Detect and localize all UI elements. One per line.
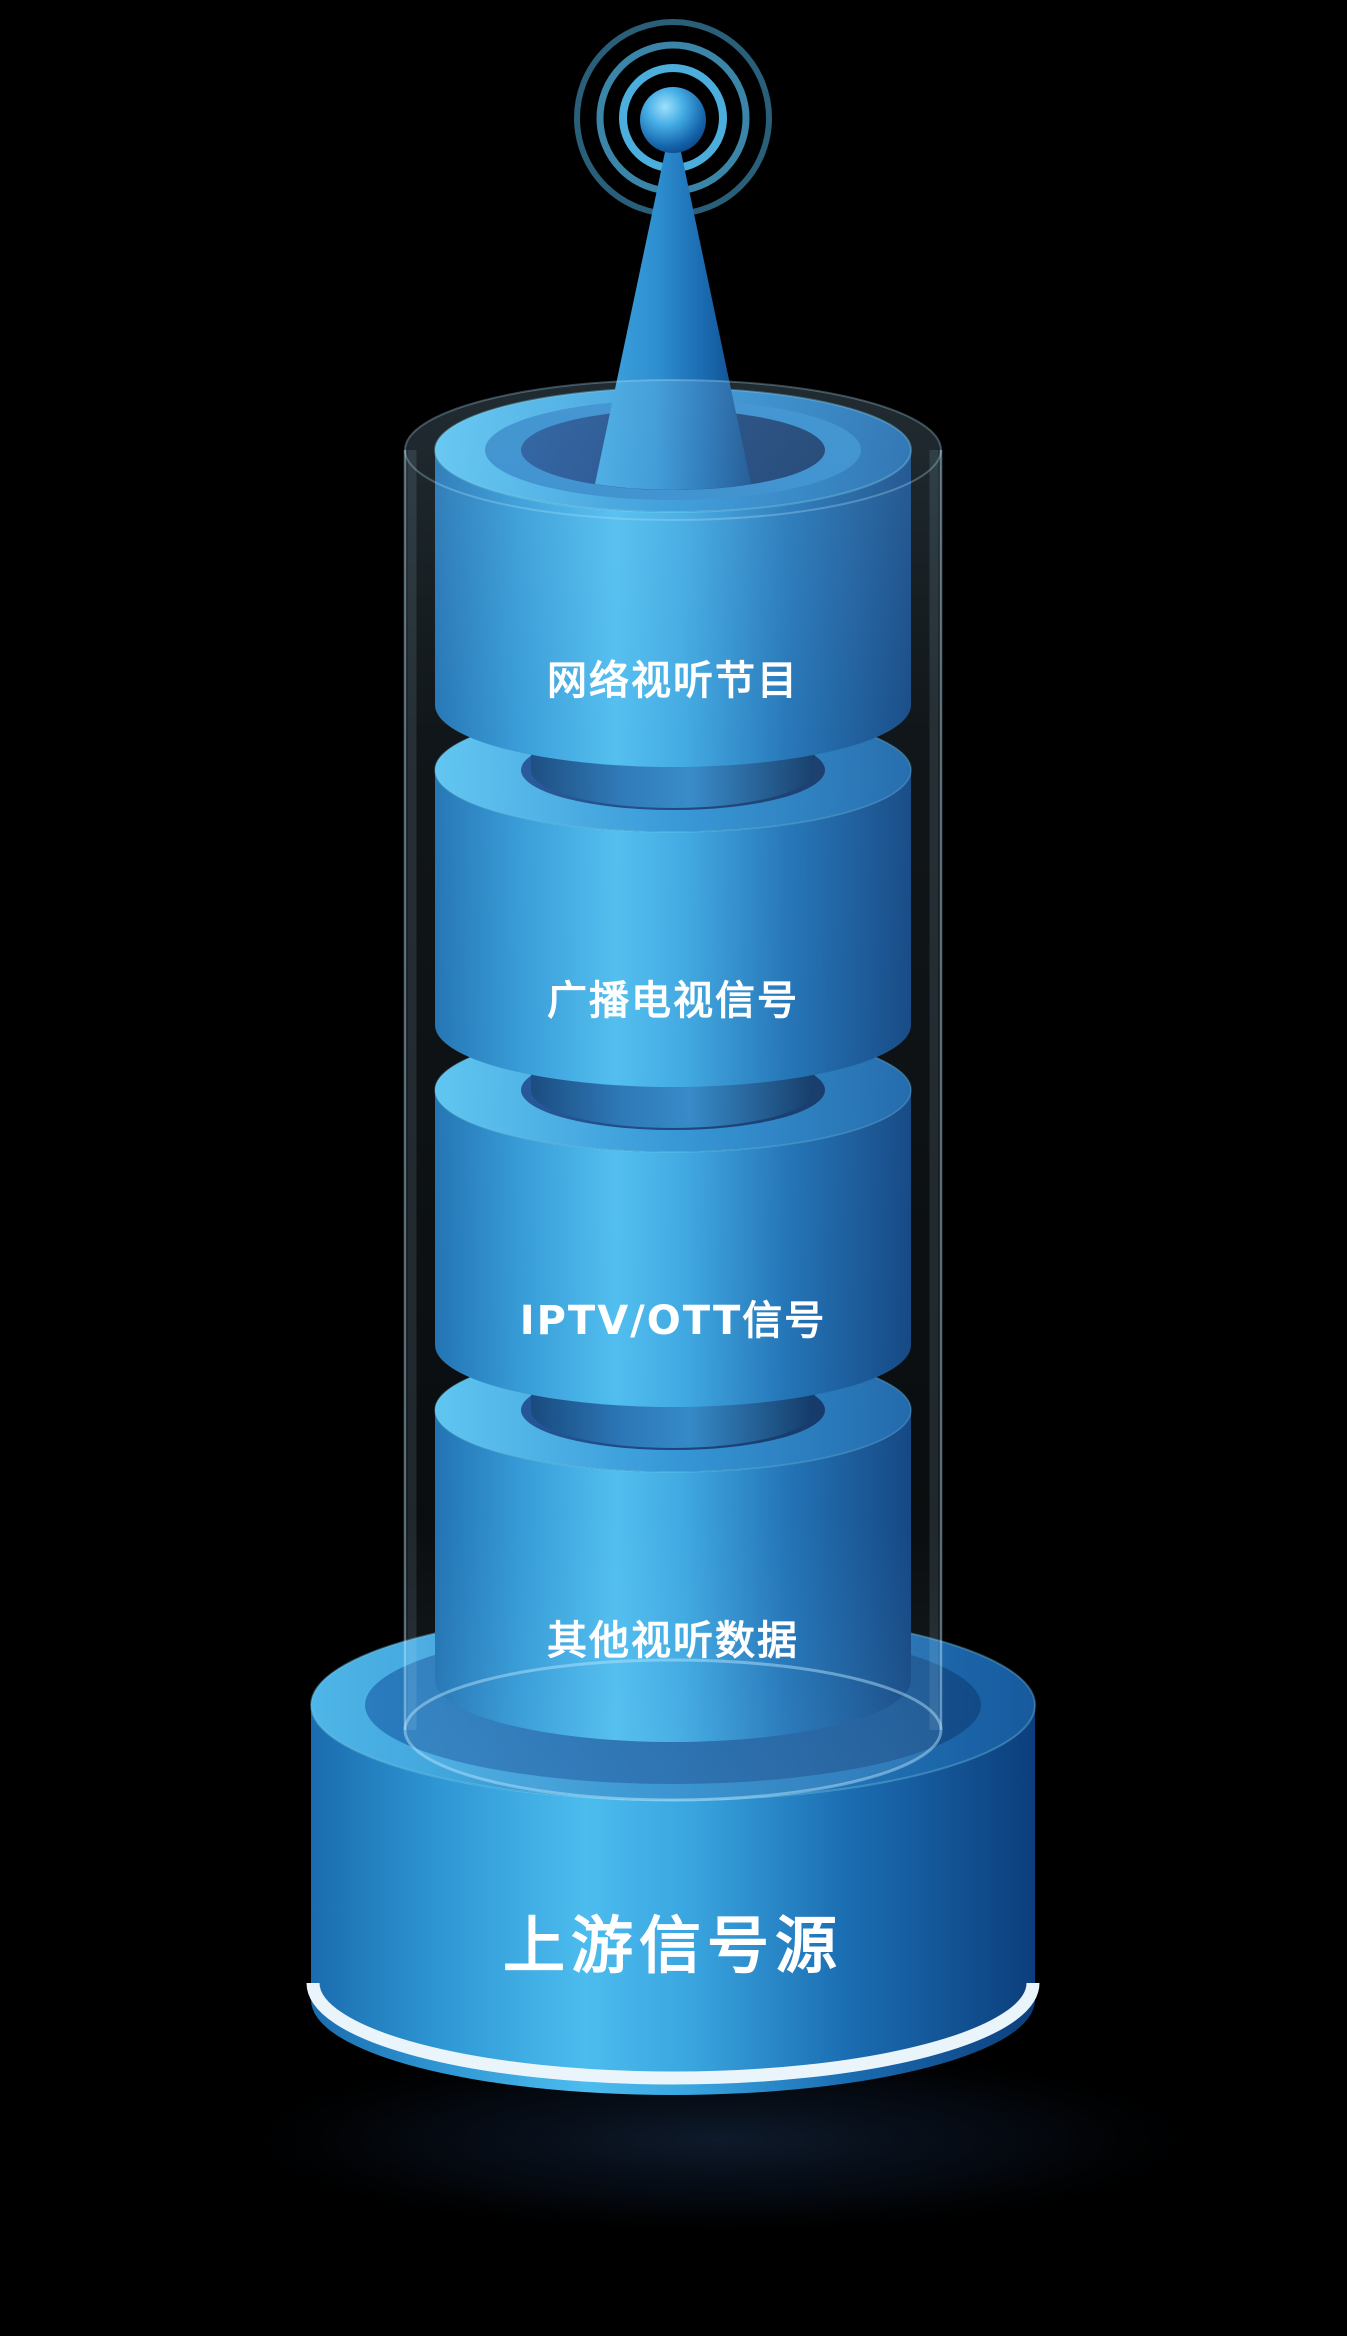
layer-label-4: 其他视听数据 (547, 1618, 799, 1664)
base-stripe (306, 1982, 1040, 2085)
layer-label-3: IPTV/OTT信号 (520, 1298, 827, 1344)
antenna-ball (640, 87, 706, 153)
base-label: 上游信号源 (503, 1909, 843, 1982)
ground-shadow (210, 2040, 1230, 2240)
layer-label-1: 网络视听节目 (547, 658, 799, 704)
glow-tube (403, 379, 943, 1802)
layer-label-2: 广播电视信号 (547, 978, 799, 1024)
